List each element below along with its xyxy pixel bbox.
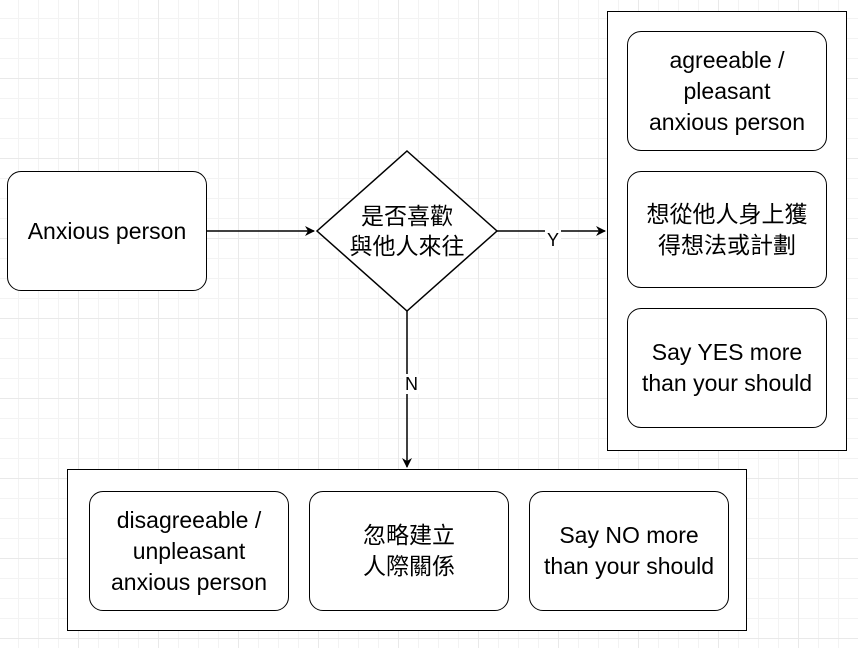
no-item-3-label: Say NO more than your should [543,522,715,579]
start-node-label: Anxious person [27,217,187,244]
yes-item-2-label: 想從他人身上獲 得想法或計劃 [646,200,808,258]
no-item-1: disagreeable / unpleasant anxious person [89,491,289,611]
yes-item-1-label: agreeable / pleasant anxious person [649,46,805,135]
yes-item-3: Say YES more than your should [627,308,827,428]
no-item-1-label: disagreeable / unpleasant anxious person [111,506,267,595]
decision-diamond [315,149,499,313]
yes-item-1: agreeable / pleasant anxious person [627,31,827,151]
yes-item-2: 想從他人身上獲 得想法或計劃 [627,171,827,288]
no-item-2-label: 忽略建立 人際關係 [363,522,455,579]
decision-node: 是否喜歡 與他人來往 [327,191,487,271]
start-node: Anxious person [7,171,207,291]
no-item-2: 忽略建立 人際關係 [309,491,509,611]
edge-label-yes: Y [545,230,562,250]
edge-label-no: N [403,374,420,394]
yes-item-3-label: Say YES more than your should [641,339,813,396]
decision-label: 是否喜歡 與他人來往 [349,203,465,259]
no-item-3: Say NO more than your should [529,491,729,611]
